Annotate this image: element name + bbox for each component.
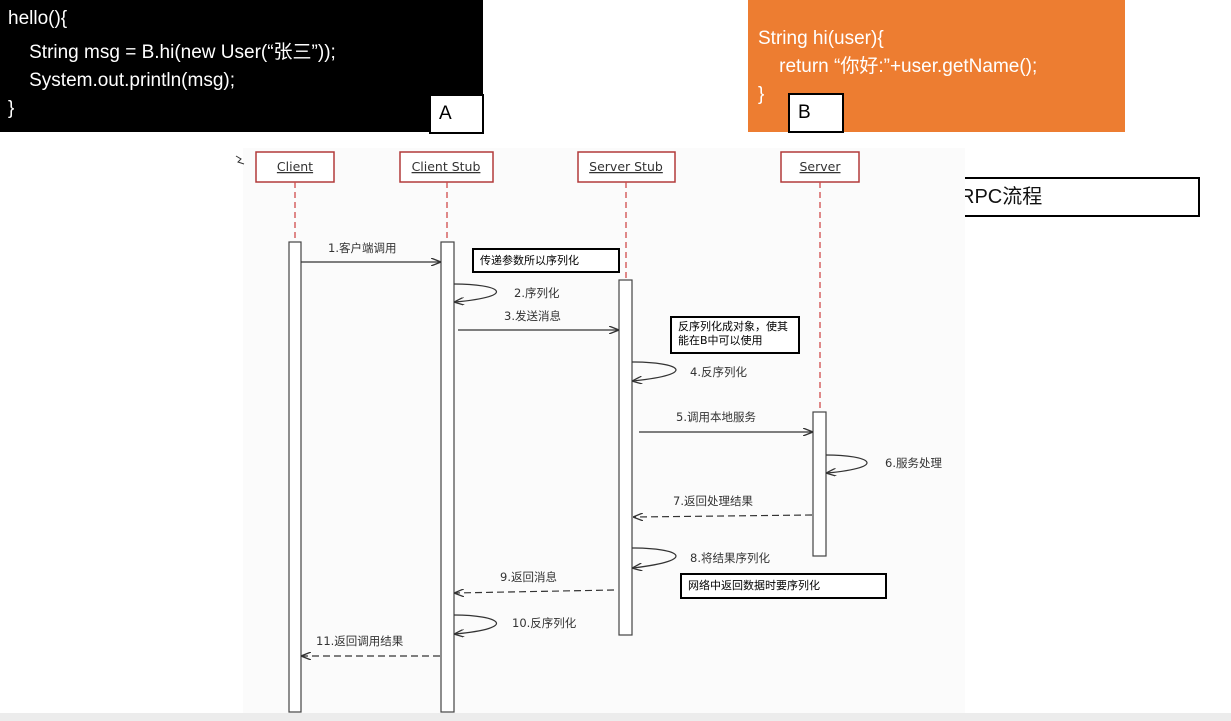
activation-server [812, 411, 827, 557]
actor-server-box [780, 151, 860, 183]
message-label-6: 6.服务处理 [885, 456, 942, 470]
message-label-4: 4.反序列化 [690, 365, 747, 379]
code-a-line-3: System.out.println(msg); [8, 70, 236, 91]
tag-b: B [788, 93, 844, 133]
message-arrow-9 [455, 590, 615, 593]
rpc-title-box: RPC流程 [946, 177, 1200, 217]
code-a-line-4: } [8, 98, 15, 119]
diagram-background [243, 148, 965, 718]
note-pass-params: 传递参数所以序列化 [472, 248, 620, 273]
activation-client-stub [440, 241, 455, 713]
actor-server-label: Server [800, 159, 842, 174]
actor-client-stub-label: Client Stub [412, 159, 481, 174]
message-label-8: 8.将结果序列化 [690, 551, 770, 565]
code-b-line-2: return “你好:”+user.getName(); [758, 56, 1038, 77]
message-arrow-10 [454, 614, 497, 634]
code-a-line-1: hello(){ [8, 8, 68, 29]
message-label-9: 9.返回消息 [500, 570, 557, 584]
actor-client-label: Client [277, 159, 313, 174]
code-b-line-1: String hi(user){ [758, 28, 884, 49]
actor-client-stub-box [399, 151, 494, 183]
message-label-11: 11.返回调用结果 [316, 634, 404, 648]
message-label-3: 3.发送消息 [504, 309, 561, 323]
note-deserialize: 反序列化成对象，使其能在B中可以使用 [670, 316, 800, 354]
note-network-return: 网络中返回数据时要序列化 [680, 573, 887, 599]
code-block-a: hello(){ String msg = B.hi(new User(“张三”… [0, 0, 483, 132]
tag-a: A [429, 94, 484, 134]
activation-client [288, 241, 302, 713]
message-arrow-2 [454, 283, 497, 302]
message-label-1: 1.客户端调用 [328, 241, 396, 255]
message-arrow-7 [634, 515, 813, 517]
message-arrow-4 [632, 361, 677, 381]
message-arrow-6 [826, 454, 868, 473]
message-arrow-8 [632, 547, 677, 568]
footer-strip [0, 713, 1231, 721]
pen-mark-icon [235, 155, 245, 165]
activation-server-stub [618, 279, 633, 636]
actor-client-box [255, 151, 335, 183]
code-a-line-2: String msg = B.hi(new User(“张三”)); [8, 42, 336, 63]
message-label-10: 10.反序列化 [512, 616, 577, 630]
actor-server-stub-label: Server Stub [589, 159, 663, 174]
message-label-5: 5.调用本地服务 [676, 410, 756, 424]
message-label-7: 7.返回处理结果 [673, 494, 753, 508]
message-label-2: 2.序列化 [514, 286, 560, 300]
code-b-line-3: } [758, 84, 765, 105]
